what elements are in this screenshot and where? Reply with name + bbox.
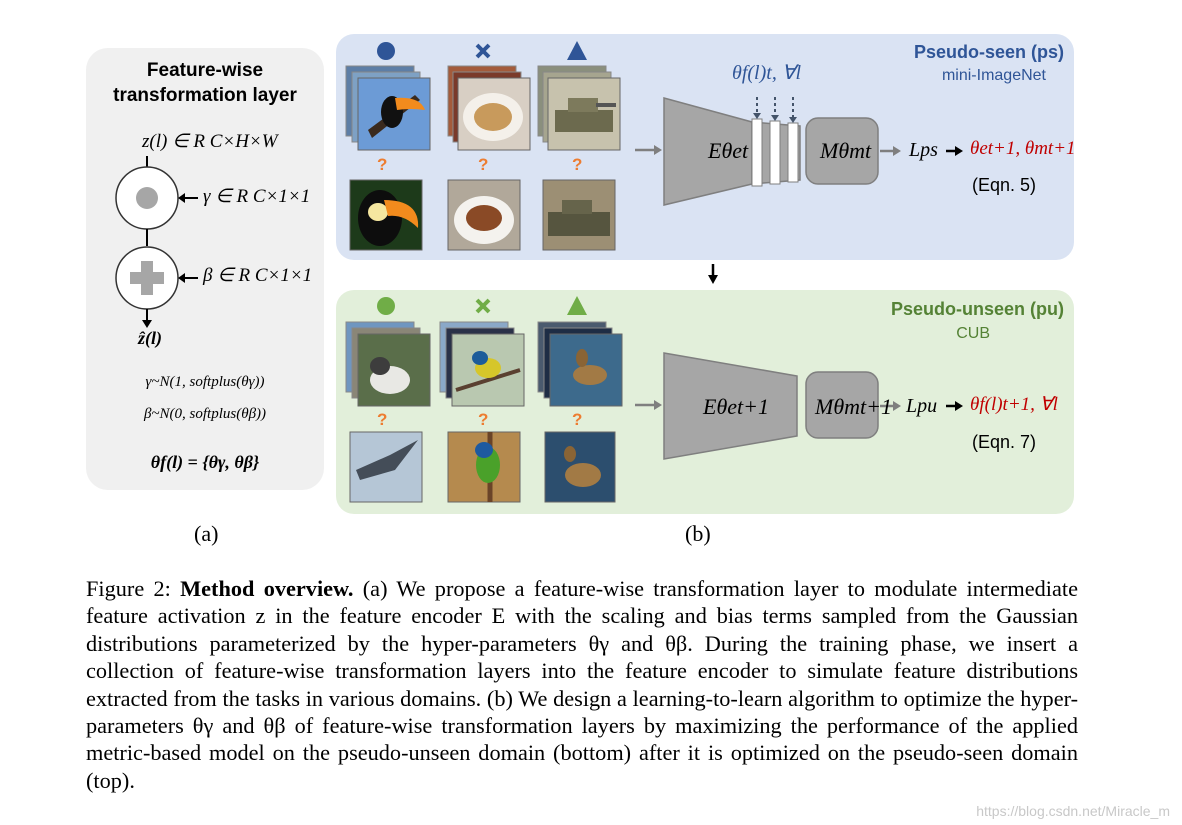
metric-block	[805, 117, 879, 185]
figure-caption: Figure 2: Method overview. (a) We propos…	[86, 575, 1078, 794]
loss-ps-label: Lps	[909, 139, 938, 161]
eqn5-label: (Eqn. 5)	[972, 175, 1037, 195]
query-image-albatross	[349, 431, 423, 503]
z-input-label: z(l) ∈ R C×H×W	[142, 131, 278, 152]
triangle-class-icon	[567, 41, 587, 60]
encoder-label: Eθet+1	[703, 394, 769, 420]
panel-a-title-line1: Feature-wise	[146, 60, 264, 81]
circle-class-icon	[377, 42, 395, 60]
layer-diagram	[115, 156, 198, 328]
encoder-label: Eθet	[708, 138, 749, 163]
left-arrow-icon	[178, 273, 185, 283]
support-stack-toucan	[345, 65, 431, 151]
encoder-text: Eθet+1	[703, 394, 769, 419]
panel-a-title-line2: transformation layer	[113, 85, 297, 106]
support-stack-bird2	[439, 321, 525, 407]
panel-a-title: Feature-wise transformation layer	[86, 58, 324, 108]
theta-definition: θf(l) = {θγ, θβ}	[150, 452, 260, 472]
pseudo-unseen-subtitle: CUB	[956, 325, 990, 342]
subfigure-label-b: (b)	[685, 521, 711, 546]
multiply-icon	[136, 187, 158, 209]
update-ps-label: θet+1, θmt+1	[970, 138, 1076, 159]
subfigure-label-a: (a)	[194, 521, 219, 546]
query-image-green-bird	[447, 431, 521, 503]
right-arrow-icon	[654, 145, 662, 155]
query-mark: ?	[377, 410, 388, 429]
query-mark: ?	[478, 155, 489, 174]
metric-label: Mθmt+1	[815, 394, 892, 419]
metric-label: Mθmt	[820, 138, 872, 163]
pseudo-seen-subtitle: mini-ImageNet	[941, 67, 1046, 84]
triangle-class-icon	[567, 296, 587, 315]
metric-block	[805, 371, 879, 439]
caption-prefix: Figure 2:	[86, 576, 181, 601]
query-mark: ?	[572, 155, 583, 174]
down-arrow-icon	[708, 275, 718, 284]
support-stack-food	[447, 65, 531, 151]
gamma-distribution: γ~N(1, softplus(θγ))	[145, 374, 265, 390]
caption-text: (a) We propose a feature-wise transforma…	[86, 576, 1078, 793]
update-pu-label: θf(l)t+1, ∀l	[970, 394, 1058, 415]
circle-class-icon	[377, 297, 395, 315]
cross-class-icon	[475, 43, 491, 59]
query-image-soup	[447, 179, 521, 251]
beta-label: β ∈ R C×1×1	[203, 265, 313, 286]
beta-distribution: β~N(0, softplus(θβ))	[143, 406, 267, 422]
pseudo-unseen-title: Pseudo-unseen (pu)	[890, 299, 1064, 319]
support-stack-bird3	[537, 321, 623, 407]
cross-class-icon	[475, 298, 491, 314]
feature-wise-layer-panel: Feature-wise transformation layer z(l) ∈…	[86, 48, 324, 490]
support-stack-tank	[537, 65, 621, 151]
z-output-label: ẑ(l)	[138, 328, 162, 348]
query-image-tank	[542, 179, 616, 251]
right-arrow-icon	[654, 400, 662, 410]
gamma-label: γ ∈ R C×1×1	[203, 186, 311, 207]
query-image-toucan	[349, 179, 423, 251]
caption-bold: Method overview.	[180, 576, 354, 601]
query-mark: ?	[478, 410, 489, 429]
support-stack-bird1	[345, 321, 431, 407]
watermark: https://blog.csdn.net/Miracle_m	[976, 803, 1170, 819]
query-mark: ?	[572, 410, 583, 429]
pseudo-seen-title: Pseudo-seen (ps)	[913, 42, 1064, 62]
loss-pu-label: Lpu	[906, 395, 938, 417]
query-mark: ?	[377, 155, 388, 174]
encoder-block	[663, 352, 798, 460]
down-arrow-icon	[142, 320, 152, 328]
left-arrow-icon	[178, 193, 185, 203]
eqn7-label: (Eqn. 7)	[972, 432, 1037, 452]
query-image-grebe	[544, 431, 616, 503]
theta-feature-wise-label: θf(l)t, ∀l	[732, 62, 802, 84]
